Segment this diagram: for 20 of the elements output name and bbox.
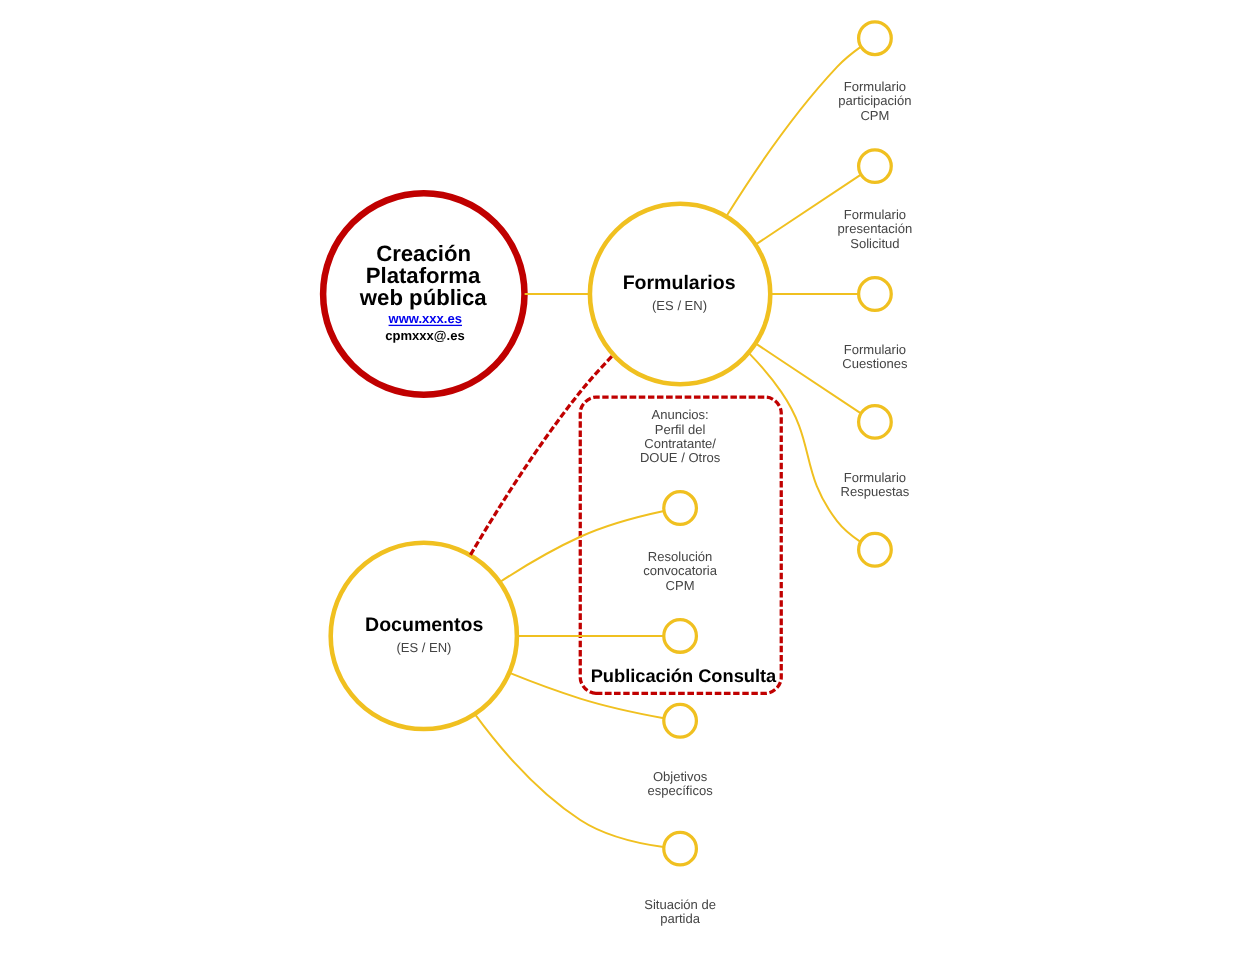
- node-circle: [856, 531, 892, 568]
- node-circle: [856, 403, 892, 440]
- node-circle: [856, 276, 892, 312]
- connector: [515, 634, 664, 637]
- connector: [498, 510, 664, 583]
- connector: [747, 352, 861, 543]
- connector: [724, 45, 861, 218]
- connector: [754, 173, 861, 246]
- node-circle: [661, 618, 698, 654]
- connector: [468, 354, 614, 556]
- connector: [768, 293, 859, 295]
- connector: [473, 713, 664, 848]
- node-circle: [856, 148, 892, 185]
- connector: [522, 293, 590, 295]
- node-circle: [661, 702, 698, 739]
- node-circle: [661, 490, 698, 526]
- node-circle: [661, 830, 698, 867]
- connector: [754, 342, 861, 415]
- connector: [507, 671, 664, 720]
- node-circle: [856, 20, 892, 57]
